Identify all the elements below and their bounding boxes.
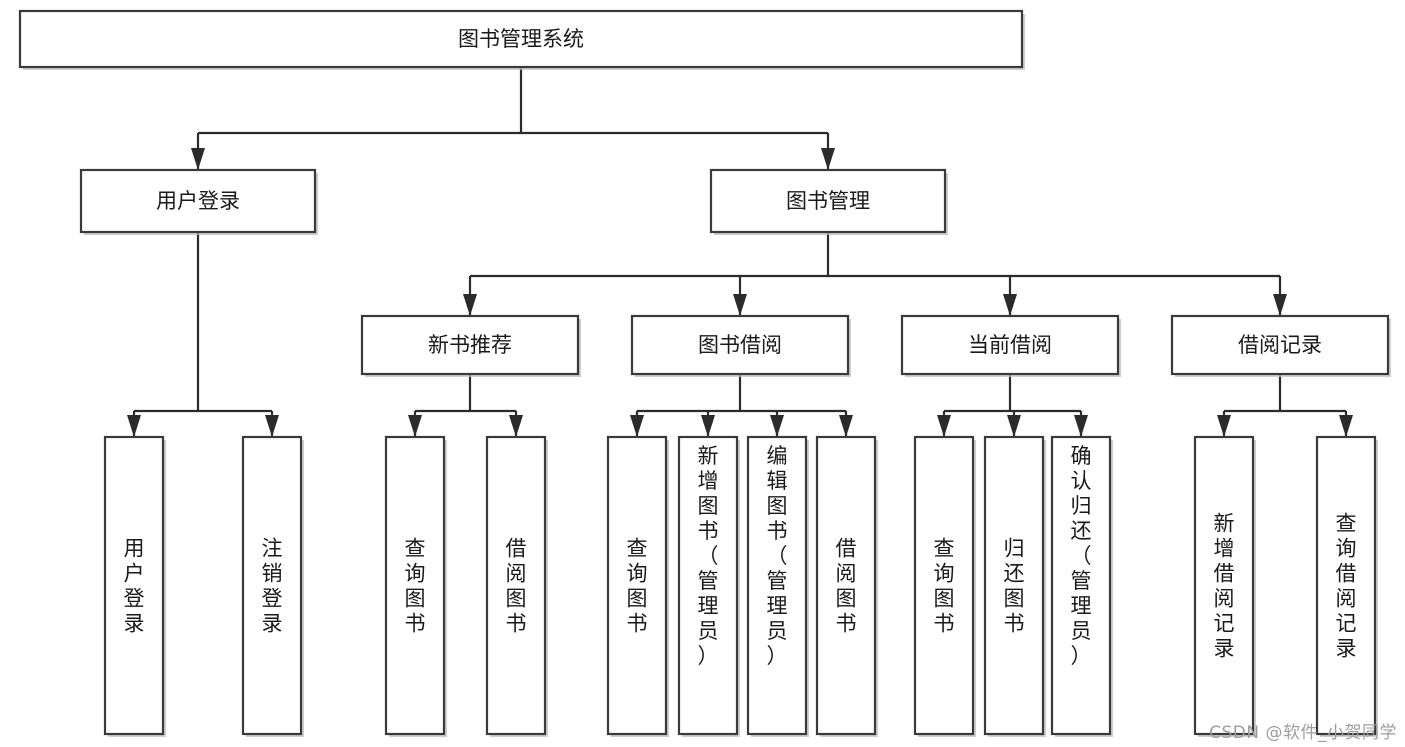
node-leaf-logout-label: 注销登录	[262, 537, 283, 636]
node-leaf-return-book-rect[interactable]	[983, 435, 1045, 736]
node-leaf-add-record-label: 新增借阅记录	[1214, 512, 1235, 661]
node-leaf-borrow-book-2-label: 借阅图书	[836, 537, 857, 636]
node-leaf-edit-book-rect[interactable]	[746, 435, 808, 736]
node-leaf-user-login-rect[interactable]	[103, 435, 165, 736]
arrow-head-icon	[1217, 415, 1231, 437]
connector-lines	[127, 67, 1353, 437]
arrow-head-icon	[937, 415, 951, 437]
node-leaf-confirm-return[interactable]: 确认归还（管理员）	[1050, 435, 1113, 737]
node-borrow-record-rect[interactable]	[1170, 314, 1390, 376]
node-leaf-logout-rect[interactable]	[241, 435, 303, 736]
node-user-login-label: 用户登录	[156, 189, 240, 213]
arrow-head-icon	[1074, 415, 1088, 437]
node-current-borrow[interactable]: 当前借阅	[900, 314, 1121, 377]
node-leaf-query-book-1-rect[interactable]	[384, 435, 446, 736]
node-user-login-rect[interactable]	[79, 168, 317, 234]
node-leaf-query-book-1-label: 查询图书	[405, 537, 426, 636]
node-root-rect[interactable]	[18, 9, 1024, 69]
node-leaf-add-record[interactable]: 新增借阅记录	[1193, 435, 1256, 737]
arrow-head-icon	[733, 294, 747, 316]
node-leaf-user-login-label: 用户登录	[124, 537, 145, 636]
node-leaf-borrow-book-2-rect[interactable]	[815, 435, 877, 736]
node-boxes: 图书管理系统用户登录图书管理新书推荐图书借阅当前借阅借阅记录用户登录注销登录查询…	[18, 9, 1391, 737]
node-leaf-query-book-2[interactable]: 查询图书	[606, 435, 669, 737]
node-leaf-confirm-return-label: 确认归还（管理员）	[1071, 444, 1092, 668]
arrow-head-icon	[701, 415, 715, 437]
arrow-head-icon	[770, 415, 784, 437]
node-leaf-borrow-book-2[interactable]: 借阅图书	[815, 435, 878, 737]
node-leaf-edit-book-label: 编辑图书（管理员）	[767, 444, 788, 668]
node-leaf-user-login[interactable]: 用户登录	[103, 435, 166, 737]
node-leaf-add-book-label: 新增图书（管理员）	[698, 444, 719, 668]
node-leaf-borrow-book-1-rect[interactable]	[485, 435, 547, 736]
node-leaf-query-record-rect[interactable]	[1315, 435, 1377, 736]
node-leaf-query-book-1[interactable]: 查询图书	[384, 435, 447, 737]
node-book-manage[interactable]: 图书管理	[709, 168, 948, 235]
node-leaf-query-record[interactable]: 查询借阅记录	[1315, 435, 1378, 737]
node-leaf-add-record-rect[interactable]	[1193, 435, 1255, 736]
node-borrow-record-label: 借阅记录	[1238, 333, 1322, 357]
arrow-head-icon	[1339, 415, 1353, 437]
node-leaf-query-book-3-rect[interactable]	[913, 435, 975, 736]
node-root[interactable]: 图书管理系统	[18, 9, 1025, 70]
node-current-borrow-rect[interactable]	[900, 314, 1120, 376]
arrow-head-icon	[1003, 294, 1017, 316]
node-new-book-rec-label: 新书推荐	[428, 333, 512, 357]
node-book-manage-label: 图书管理	[786, 189, 870, 213]
node-book-borrow-rect[interactable]	[630, 314, 850, 376]
node-book-manage-rect[interactable]	[709, 168, 947, 234]
node-root-label: 图书管理系统	[458, 27, 584, 51]
node-leaf-borrow-book-1-label: 借阅图书	[506, 537, 527, 636]
arrow-head-icon	[630, 415, 644, 437]
node-leaf-add-book-rect[interactable]	[677, 435, 739, 736]
node-leaf-return-book-label: 归还图书	[1004, 537, 1025, 636]
node-current-borrow-label: 当前借阅	[968, 333, 1052, 357]
arrow-head-icon	[265, 415, 279, 437]
node-leaf-query-book-2-rect[interactable]	[606, 435, 668, 736]
arrow-head-icon	[408, 415, 422, 437]
node-leaf-logout[interactable]: 注销登录	[241, 435, 304, 737]
node-leaf-query-book-2-label: 查询图书	[627, 537, 648, 636]
node-leaf-query-book-3[interactable]: 查询图书	[913, 435, 976, 737]
node-borrow-record[interactable]: 借阅记录	[1170, 314, 1391, 377]
node-book-borrow-label: 图书借阅	[698, 333, 782, 357]
node-leaf-edit-book[interactable]: 编辑图书（管理员）	[746, 435, 809, 737]
node-leaf-add-book[interactable]: 新增图书（管理员）	[677, 435, 740, 737]
node-leaf-borrow-book-1[interactable]: 借阅图书	[485, 435, 548, 737]
arrow-head-icon	[821, 148, 835, 170]
node-book-borrow[interactable]: 图书借阅	[630, 314, 851, 377]
node-new-book-rec-rect[interactable]	[360, 314, 580, 376]
node-leaf-query-book-3-label: 查询图书	[934, 537, 955, 636]
arrow-head-icon	[191, 148, 205, 170]
node-leaf-confirm-return-rect[interactable]	[1050, 435, 1112, 736]
node-leaf-query-record-label: 查询借阅记录	[1336, 512, 1357, 661]
node-new-book-rec[interactable]: 新书推荐	[360, 314, 581, 377]
arrow-head-icon	[509, 415, 523, 437]
arrow-head-icon	[1273, 294, 1287, 316]
node-user-login[interactable]: 用户登录	[79, 168, 318, 235]
arrow-head-icon	[127, 415, 141, 437]
node-leaf-return-book[interactable]: 归还图书	[983, 435, 1046, 737]
arrow-head-icon	[839, 415, 853, 437]
arrow-head-icon	[1007, 415, 1021, 437]
arrow-head-icon	[463, 294, 477, 316]
